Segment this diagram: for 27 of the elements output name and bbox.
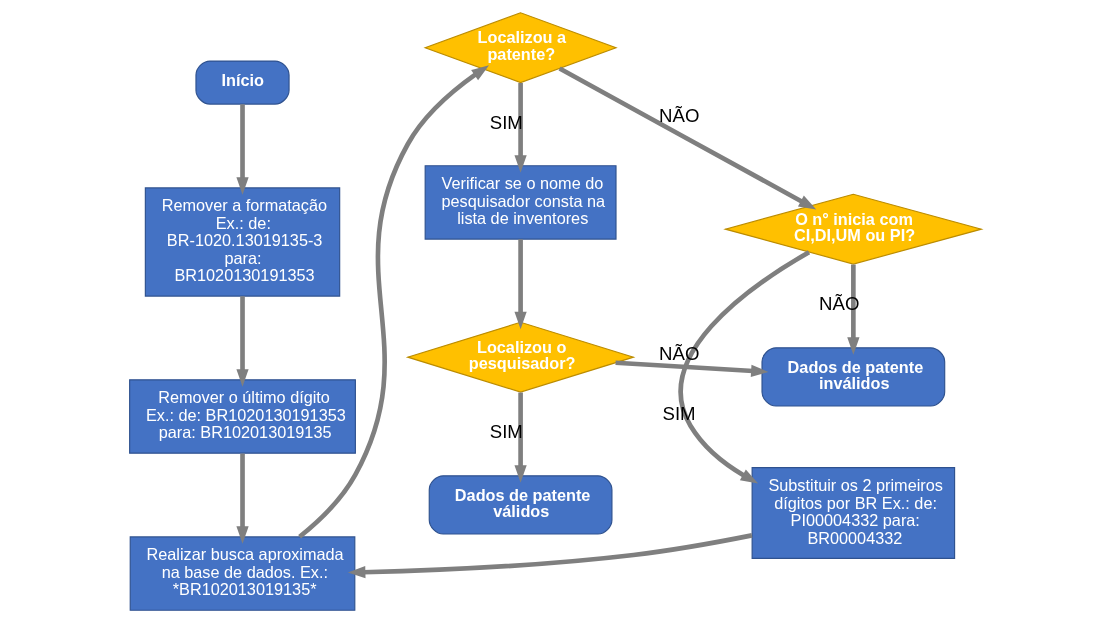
edge-label: SIM bbox=[662, 402, 696, 424]
arrow bbox=[615, 360, 769, 378]
node-box: Verificar se o nome do pesquisador consta na lista de inventores bbox=[424, 165, 617, 240]
arrow bbox=[514, 239, 527, 330]
node-diamond: Localizou o pesquisador? bbox=[405, 321, 636, 393]
node-box: Remover o último dígito Ex.: de: BR1020130191353 para: BR102013019135 bbox=[129, 379, 356, 454]
edge-label: NÃO bbox=[819, 293, 860, 315]
node-box: Dados de patente inválidos bbox=[761, 347, 946, 407]
node-box: Dados de patente válidos bbox=[428, 475, 613, 535]
arrow bbox=[347, 533, 753, 579]
edge-label: SIM bbox=[489, 111, 523, 133]
arrow bbox=[678, 250, 811, 484]
node-box: Remover a formatação Ex.: de: BR-1020.13019135-3 para: BR1020130191353 bbox=[144, 187, 341, 297]
edge-label: NÃO bbox=[659, 343, 700, 365]
arrow bbox=[558, 66, 817, 210]
node-box: Substituir os 2 primeiros dígitos por BR Ex.: de: PI00004332 para: BR00004332 bbox=[751, 467, 956, 560]
node-box: Realizar busca aproximada na base de dados. Ex.: *BR102013019135* bbox=[129, 536, 356, 611]
arrow bbox=[847, 264, 860, 355]
node-box: Início bbox=[195, 60, 290, 105]
arrow bbox=[298, 65, 490, 539]
arrow bbox=[236, 296, 249, 387]
arrow bbox=[236, 453, 249, 544]
arrow bbox=[514, 83, 527, 173]
arrow bbox=[236, 104, 249, 195]
edge-label: SIM bbox=[489, 421, 523, 443]
edge-label: NÃO bbox=[659, 104, 700, 126]
arrow bbox=[514, 392, 527, 483]
